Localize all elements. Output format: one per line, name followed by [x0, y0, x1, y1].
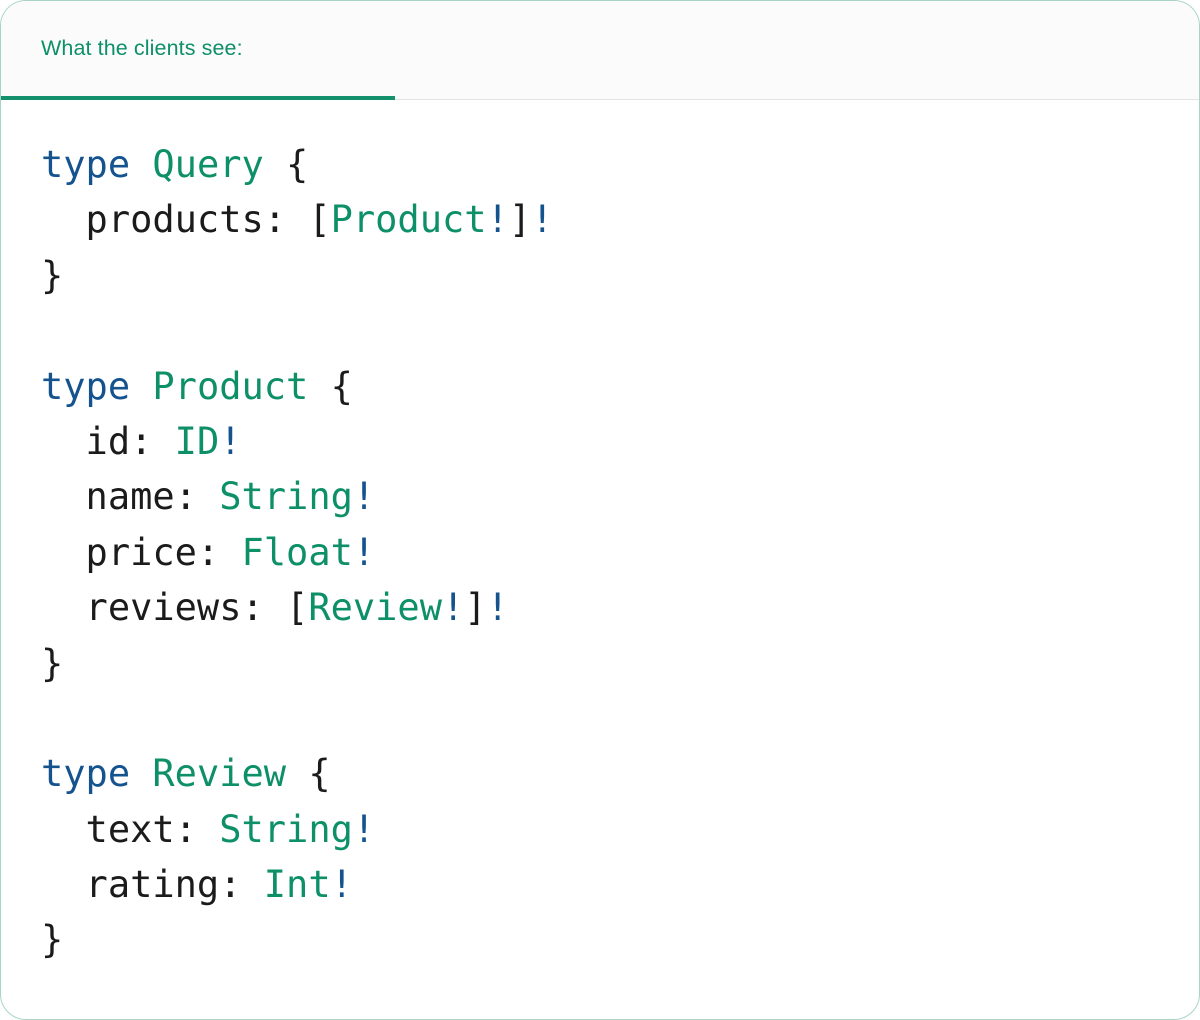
tab-strip: What the clients see: — [1, 1, 1199, 100]
token-punct — [130, 752, 152, 795]
code-line-l5: type Product { — [1, 359, 1199, 414]
code-line-l7: name: String! — [1, 469, 1199, 524]
tab-label: What the clients see: — [41, 36, 243, 60]
code-line-l3: } — [1, 248, 1199, 303]
code-line-l13: text: String! — [1, 802, 1199, 857]
token-kw: type — [41, 752, 131, 796]
token-field: price — [41, 530, 197, 574]
token-punct — [130, 365, 152, 408]
token-punct — [130, 143, 152, 186]
token-punct: { — [286, 752, 331, 796]
token-type: Float — [241, 530, 353, 574]
token-bang: ! — [531, 198, 554, 242]
code-line-l14: rating: Int! — [1, 857, 1199, 912]
token-field: reviews — [41, 586, 242, 630]
graphql-schema-code[interactable]: type Query { products: [Product!]!}type … — [1, 100, 1199, 968]
code-line-l2: products: [Product!]! — [1, 192, 1199, 247]
token-bang: ! — [219, 419, 242, 463]
token-type: Int — [263, 863, 331, 907]
code-area: type Query { products: [Product!]!}type … — [1, 100, 1199, 968]
tab-what-the-clients-see[interactable]: What the clients see: — [1, 1, 395, 100]
code-line-l11 — [1, 691, 1199, 746]
token-punct: ] — [464, 586, 487, 630]
token-type: Query — [152, 143, 264, 186]
token-punct: : — [130, 419, 175, 463]
token-type: ID — [174, 419, 220, 463]
token-punct: { — [308, 364, 353, 408]
code-line-l6: id: ID! — [1, 414, 1199, 469]
code-line-l4 — [1, 303, 1199, 358]
token-bang: ! — [330, 863, 353, 907]
token-punct: : — [174, 807, 220, 851]
token-bang: ! — [486, 198, 509, 242]
token-type: Review — [152, 752, 287, 796]
token-type: Product — [330, 198, 487, 242]
token-field: id — [41, 419, 131, 463]
code-line-l15: } — [1, 912, 1199, 967]
token-kw: type — [41, 364, 131, 408]
token-type: String — [219, 475, 353, 519]
token-field: text — [41, 807, 175, 851]
token-field: rating — [41, 863, 220, 907]
token-type: String — [219, 807, 353, 851]
token-type: Product — [152, 364, 309, 408]
token-punct: : [ — [263, 198, 331, 242]
token-bang: ! — [352, 530, 376, 574]
code-line-l12: type Review { — [1, 746, 1199, 801]
token-bang: ! — [352, 475, 376, 519]
token-field: products — [41, 198, 264, 242]
token-type: Review — [308, 586, 442, 630]
token-bang: ! — [441, 586, 465, 630]
code-line-l8: price: Float! — [1, 525, 1199, 580]
token-punct: : — [196, 530, 242, 574]
token-punct: : — [219, 863, 264, 907]
token-punct: : — [174, 475, 220, 519]
token-punct: } — [41, 918, 64, 962]
token-punct: } — [41, 253, 64, 297]
token-bang: ! — [352, 807, 376, 851]
token-kw: type — [41, 143, 131, 186]
token-bang: ! — [486, 586, 509, 630]
token-punct: ] — [508, 198, 532, 242]
code-line-l9: reviews: [Review!]! — [1, 580, 1199, 635]
token-punct: } — [41, 641, 64, 685]
token-field: name — [41, 475, 175, 519]
code-line-l10: } — [1, 636, 1199, 691]
token-punct: { — [263, 143, 309, 186]
code-line-l1: type Query { — [1, 100, 1199, 192]
token-punct: : [ — [241, 586, 309, 630]
